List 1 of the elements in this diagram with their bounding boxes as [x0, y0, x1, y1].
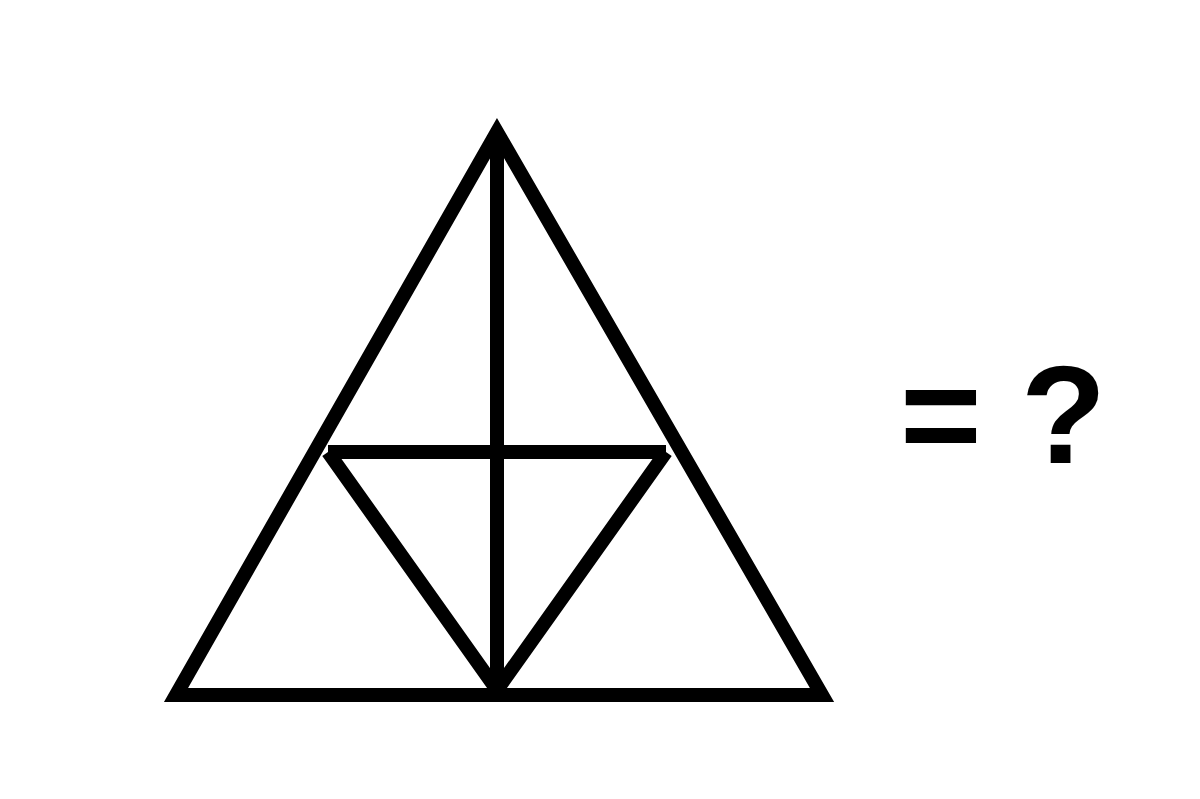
- equation-text: = ?: [900, 345, 1107, 485]
